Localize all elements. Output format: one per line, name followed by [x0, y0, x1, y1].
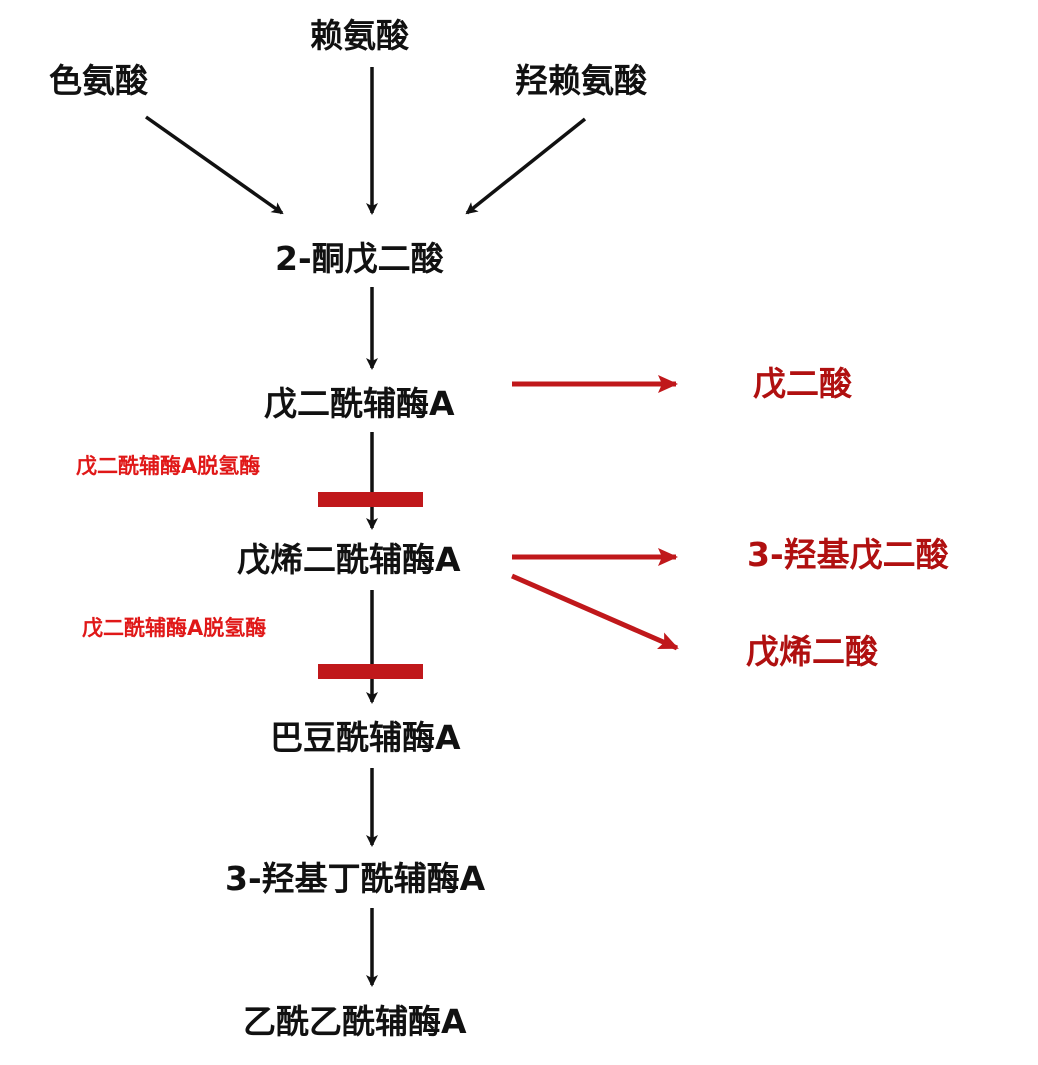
acetoacetyl-coa-label: 乙酰乙酰辅酶A [243, 1002, 467, 1041]
glutaconyl-coa-label: 戊烯二酰辅酶A [237, 540, 461, 579]
arrow-tryptophan-to-ketoadipate [144, 115, 284, 215]
enzyme-label-2: 戊二酰辅酶A脱氢酶 [82, 616, 267, 640]
tryptophan-label: 色氨酸 [49, 61, 148, 100]
glutaryl-coa-label: 戊二酰辅酶A [264, 384, 455, 423]
lysine-label: 赖氨酸 [310, 16, 409, 55]
ketoadipate-label: 2-酮戊二酸 [275, 239, 444, 278]
arrow-glutaconyl-coa-to-glutaconic-acid [511, 573, 679, 651]
hydroxybutyryl-coa-label: 3-羟基丁酰辅酶A [225, 859, 486, 898]
enzyme-label-1: 戊二酰辅酶A脱氢酶 [76, 454, 261, 478]
arrow-hydroxylysine-to-ketoadipate [465, 117, 587, 215]
enzyme-block-bar-2 [318, 664, 423, 679]
enzyme-block-bar-1 [318, 492, 423, 507]
glutaconic-acid-label: 戊烯二酸 [746, 632, 878, 671]
hydroxylysine-label: 羟赖氨酸 [515, 61, 647, 100]
hydroxyglutaric-acid-label: 3-羟基戊二酸 [747, 535, 949, 574]
crotonyl-coa-label: 巴豆酰辅酶A [270, 718, 461, 757]
glutaric-acid-label: 戊二酸 [753, 364, 852, 403]
